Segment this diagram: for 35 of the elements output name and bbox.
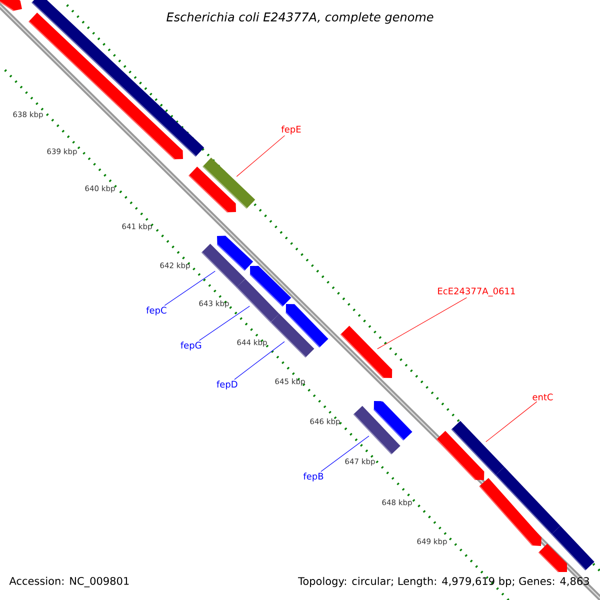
leader-line [236,135,286,177]
genome-info-text: Topology: circular; Length: 4,979,619 bp; Genes: 4,863 [298,576,589,588]
gene-block [451,420,504,476]
gene-label: fepE [281,126,301,134]
gene-block [495,466,560,535]
gene-feature [285,304,328,348]
gene-label: fepC [146,306,166,316]
gene-feature [216,236,254,271]
gene-label: fepD [216,380,238,390]
gene-feature [373,401,412,441]
leader-line [234,341,285,380]
leader-line [377,297,467,350]
gene-block [551,526,594,571]
accession-text: Accession: NC_009801 [9,576,129,588]
gene-feature [436,430,484,480]
gene-block [201,244,246,288]
gene-block [202,158,256,209]
gene-feature [0,0,22,12]
gene-label: fepG [180,342,202,350]
gene-feature [479,478,542,546]
gene-block [353,406,400,455]
gene-label: EcE24377A_0611 [438,288,515,296]
leader-line [320,436,370,472]
gene-block [236,278,280,323]
leader-line [198,306,250,341]
gene-feature [538,544,567,572]
gene-feature [250,266,292,307]
gene-block [270,314,314,358]
gene-label: entC [532,394,553,400]
gene-feature [188,166,236,213]
gene-label: fepB [303,472,324,482]
leader-line [164,270,216,306]
gene-feature [340,326,392,378]
title: Escherichia coli E24377A, complete genome [165,11,435,25]
leader-line [486,401,538,442]
